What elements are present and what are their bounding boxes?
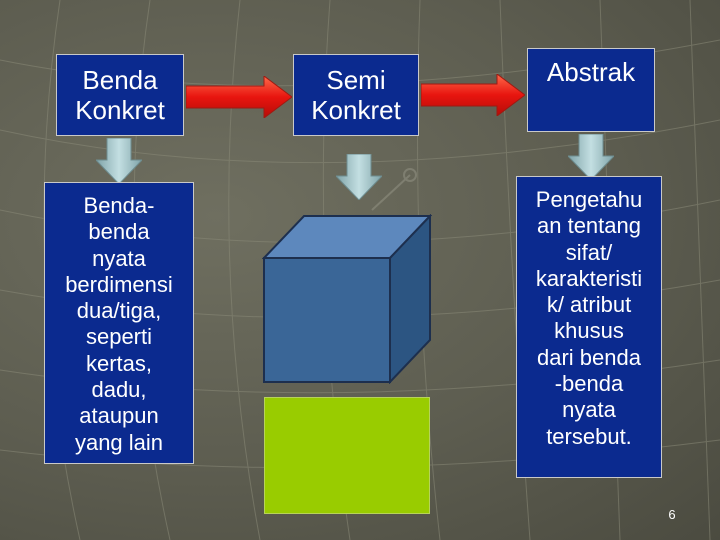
description-abstrak-text: Pengetahu an tentang sifat/ karakteristi… — [535, 187, 643, 449]
description-abstrak: Pengetahu an tentang sifat/ karakteristi… — [516, 176, 662, 478]
box-semi-konkret-label: Semi Konkret — [311, 65, 401, 125]
right-arrow-2 — [421, 74, 525, 116]
box-benda-konkret: Benda Konkret — [56, 54, 184, 136]
down-arrow-1 — [96, 138, 142, 184]
right-arrow-1 — [186, 76, 292, 118]
description-benda-konkret-text: Benda- benda nyata berdimensi dua/tiga, … — [65, 193, 173, 455]
down-arrow-2 — [336, 154, 382, 200]
cube-shape — [262, 214, 432, 384]
green-rectangle-shape — [264, 397, 430, 514]
page-number: 6 — [668, 507, 676, 522]
box-abstrak-label: Abstrak — [546, 57, 636, 87]
box-abstrak: Abstrak — [527, 48, 655, 132]
box-semi-konkret: Semi Konkret — [293, 54, 419, 136]
down-arrow-3 — [568, 134, 614, 180]
box-benda-konkret-label: Benda Konkret — [75, 65, 165, 125]
description-benda-konkret: Benda- benda nyata berdimensi dua/tiga, … — [44, 182, 194, 464]
